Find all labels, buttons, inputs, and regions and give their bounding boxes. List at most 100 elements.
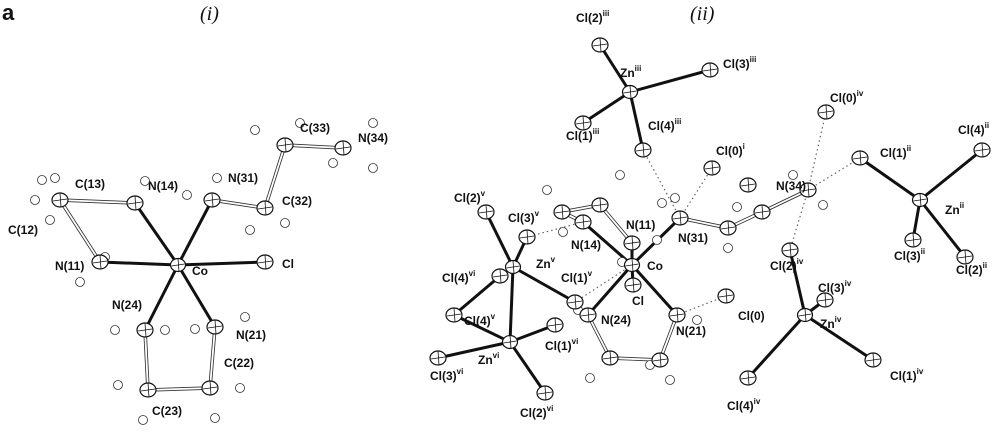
atom-label: Cl(2)iii	[576, 9, 609, 25]
bond	[746, 313, 807, 380]
atom-label: C(33)	[300, 121, 330, 135]
ellipsoid-axes	[625, 258, 639, 272]
bond	[133, 202, 180, 266]
hydrogen-atom	[328, 158, 338, 168]
atom-label-superscript: vi	[547, 404, 554, 413]
atom-label: Cl(0)i	[716, 142, 745, 158]
hydrogen-atom	[652, 235, 662, 245]
bond	[859, 156, 921, 202]
ellipsoid-axes	[277, 137, 293, 153]
hydrogen-atom	[75, 277, 85, 287]
atom-label-base: Cl(0)	[738, 309, 765, 323]
atom-label-superscript: iii	[593, 127, 600, 136]
atom-label-base: Cl(4)	[648, 119, 675, 133]
atom-label: Co	[192, 264, 208, 278]
hydrogen-atom	[368, 163, 378, 173]
atom-label: N(21)	[236, 328, 266, 342]
ellipsoid-axes	[782, 242, 798, 258]
hydrogen-atom	[240, 312, 250, 322]
ellipsoid-axes	[503, 335, 517, 349]
ellipsoid-axes	[702, 62, 718, 78]
hydrogen-atom	[585, 373, 595, 383]
hydrogen-atom	[140, 176, 150, 186]
atom-label-superscript: iii	[603, 9, 610, 18]
atom-label-superscript: v	[491, 312, 496, 321]
atom-label: C(32)	[282, 194, 312, 208]
ellipsoid-axes	[974, 142, 990, 158]
ellipsoid-axes	[547, 317, 563, 333]
bond	[512, 265, 576, 304]
atom-label: Cl(4)iii	[648, 117, 681, 133]
atom-label-base: Cl(4)	[727, 399, 754, 413]
atom-label: C(12)	[8, 223, 38, 237]
ellipsoid-axes	[207, 319, 223, 335]
ellipsoid-axes	[623, 85, 637, 99]
ellipsoid-axes	[430, 350, 446, 366]
bond	[598, 44, 632, 93]
atom-label: Cl(2)v	[454, 189, 486, 205]
atom-label: Cl(1)iii	[566, 127, 599, 143]
ellipsoid-axes	[625, 277, 641, 293]
ellipsoid-axes	[852, 150, 868, 166]
atom-label-base: N(31)	[678, 231, 708, 245]
hydrogen-atom	[50, 173, 60, 183]
hydrogen-bond	[807, 157, 861, 191]
atom-label: Cl(1)v	[561, 269, 593, 285]
atom-label: Znvi	[478, 351, 499, 367]
hydrogen-atom	[160, 325, 170, 335]
bond-inner	[587, 314, 611, 359]
bond	[586, 264, 634, 316]
ellipsoid-axes	[672, 210, 688, 226]
atom-label: Cl(0)iv	[830, 89, 864, 105]
atom-label: Zniii	[620, 64, 641, 80]
atom-label: C(22)	[224, 356, 254, 370]
hydrogen-atom	[138, 415, 148, 425]
atom-label-base: Cl(2)	[770, 259, 797, 273]
hydrogen-atom	[212, 173, 222, 183]
atom-label: Cl(2)vi	[520, 404, 553, 420]
atom-label-base: Cl(1)	[566, 129, 593, 143]
atom-label: N(14)	[148, 179, 178, 193]
atom-label: N(34)	[776, 179, 806, 193]
atom-label: Cl(1)iv	[890, 367, 924, 383]
ellipsoid-axes	[446, 307, 462, 323]
atom-label-base: Cl(3)	[723, 57, 750, 71]
atom-label: Cl	[282, 257, 294, 271]
hydrogen-bond	[679, 167, 713, 219]
hydrogen-atom	[368, 118, 378, 128]
atom-label: Cl(0)	[738, 309, 765, 323]
ellipsoid-axes	[92, 254, 108, 270]
atom-label: N(31)	[228, 171, 258, 185]
atom-label: N(14)	[571, 238, 601, 252]
atom-label-superscript: iii	[635, 64, 642, 73]
hydrogen-atom	[182, 190, 192, 200]
atom-label-superscript: vi	[493, 351, 500, 360]
atom-label-base: Co	[647, 259, 663, 273]
atom-label-base: Cl(4)	[442, 271, 469, 285]
atom-label: Cl(3)ii	[894, 247, 925, 263]
atom-label: N(31)	[678, 231, 708, 245]
hydrogen-atom	[615, 170, 625, 180]
bond-inner	[284, 144, 344, 149]
ellipsoid-axes	[519, 229, 535, 245]
ellipsoid-axes	[740, 370, 756, 386]
atom-label-base: Cl(3)	[818, 281, 845, 295]
bond-inner	[761, 189, 809, 213]
atom-label-superscript: iv	[754, 397, 761, 406]
ellipsoid-axes	[798, 308, 812, 322]
ellipsoid-axes	[652, 352, 668, 368]
bonds	[58, 44, 983, 394]
bond	[630, 263, 679, 317]
ellipsoid-axes	[127, 195, 143, 211]
ellipsoid-axes	[478, 204, 494, 220]
atom-label-superscript: ii	[921, 247, 925, 256]
atom-label-base: Cl(3)	[894, 249, 921, 263]
ellipsoid-axes	[754, 204, 770, 220]
bond	[177, 260, 266, 267]
bond	[453, 274, 501, 317]
atom-label: Cl(2)ii	[956, 261, 987, 277]
atoms	[30, 37, 991, 425]
atom-label: Co	[647, 259, 663, 273]
hydrogen-atom	[110, 325, 120, 335]
